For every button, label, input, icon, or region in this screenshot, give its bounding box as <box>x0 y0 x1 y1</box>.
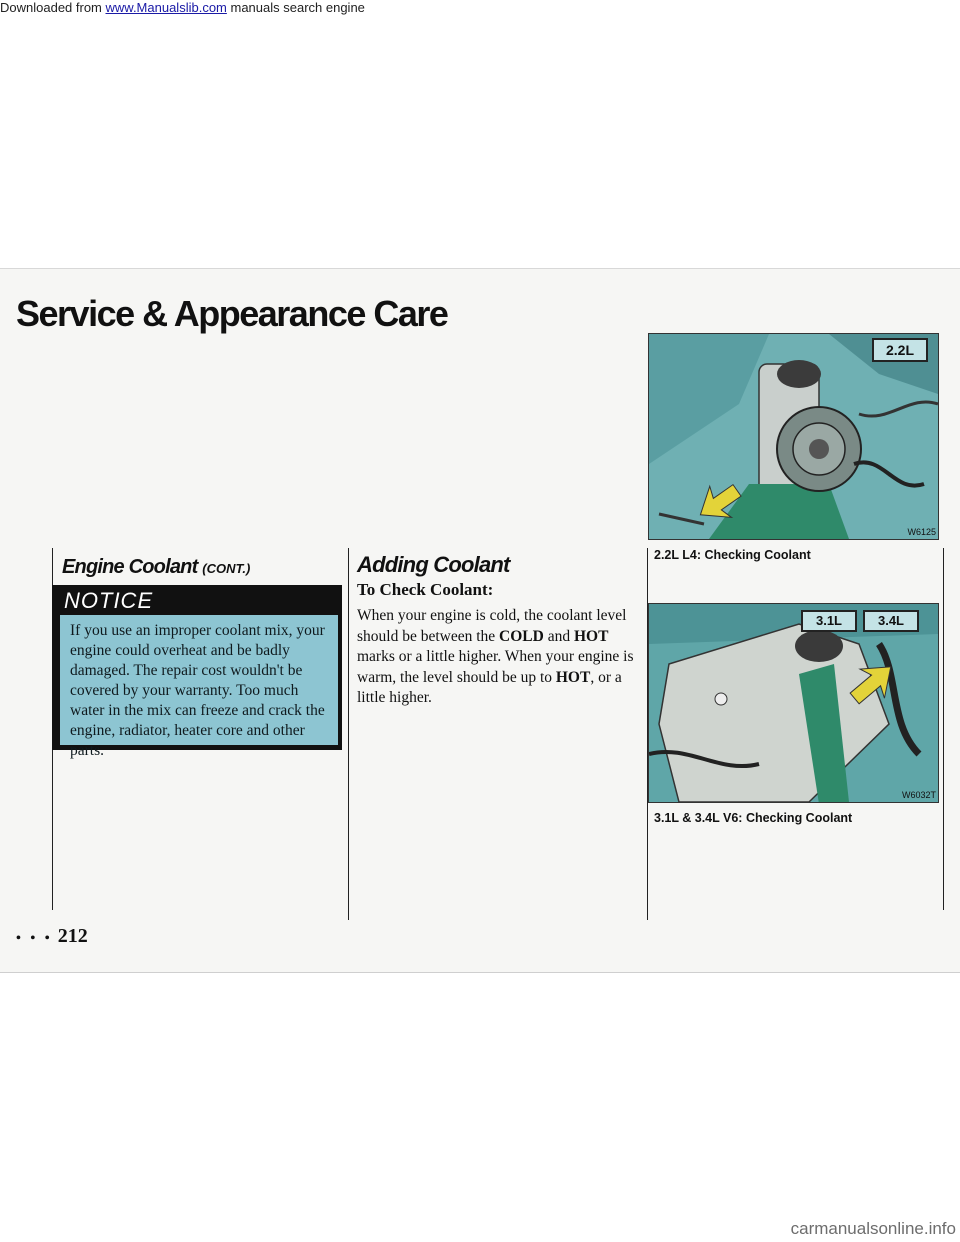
engine-coolant-heading: Engine Coolant (CONT.) <box>62 556 250 579</box>
para-part-2: and <box>543 627 574 645</box>
banner-prefix: Downloaded from <box>0 0 106 15</box>
right-column-rule-right <box>943 548 944 910</box>
engine-photo-3-1l-3-4l: 3.1L 3.4L W6032T <box>648 603 939 803</box>
figure-code-w6125: W6125 <box>907 527 936 537</box>
site-watermark: carmanualsonline.info <box>790 1219 956 1238</box>
hot-mark-label-2: HOT <box>555 668 591 686</box>
page-number-value: 212 <box>57 925 88 947</box>
para-part-4: , or a little higher. <box>357 668 622 707</box>
figure-2-caption: 3.1L & 3.4L V6: Checking Coolant <box>654 811 853 825</box>
engine-illustration-2-2l <box>649 334 938 539</box>
section-title: Service & Appearance Care <box>16 293 449 334</box>
check-coolant-subheading: To Check Coolant: <box>357 580 494 599</box>
engine-label-3-4l: 3.4L <box>863 610 919 632</box>
continued-label: (CONT.) <box>202 561 251 576</box>
notice-box: NOTICE If you use an improper coolant mi… <box>52 585 342 759</box>
right-column-rule-left <box>647 548 648 920</box>
figure-1-caption: 2.2L L4: Checking Coolant <box>654 548 811 562</box>
page-top-edge <box>0 268 960 269</box>
page-number: • • • 212 <box>16 925 88 948</box>
adding-coolant-heading: Adding Coolant <box>357 552 510 577</box>
download-banner: Downloaded from www.Manualslib.com manua… <box>0 0 960 16</box>
page-number-dots: • • • <box>16 931 53 946</box>
page-bottom-edge <box>0 972 960 973</box>
cold-mark-label: COLD <box>499 627 544 645</box>
notice-text: If you use an improper coolant mix, your… <box>60 615 338 759</box>
manualslib-link[interactable]: www.Manualslib.com <box>105 0 227 15</box>
engine-coolant-heading-text: Engine Coolant <box>62 556 198 578</box>
hot-mark-label: HOT <box>573 627 609 645</box>
engine-label-2-2l: 2.2L <box>872 338 928 362</box>
banner-suffix: manuals search engine <box>226 0 365 15</box>
check-coolant-paragraph: When your engine is cold, the coolant le… <box>357 606 642 709</box>
figure-code-w6032t: W6032T <box>901 790 936 800</box>
notice-title: NOTICE <box>64 588 154 613</box>
engine-label-3-1l: 3.1L <box>801 610 857 632</box>
para-part-3: marks or a little higher. When your engi… <box>357 648 634 686</box>
middle-column-rule <box>348 548 349 920</box>
para-part-1: When your engine is cold, the coolant le… <box>357 607 627 645</box>
engine-illustration-3-1l-3-4l <box>649 604 938 802</box>
engine-photo-2-2l: 2.2L W6125 <box>648 333 939 540</box>
